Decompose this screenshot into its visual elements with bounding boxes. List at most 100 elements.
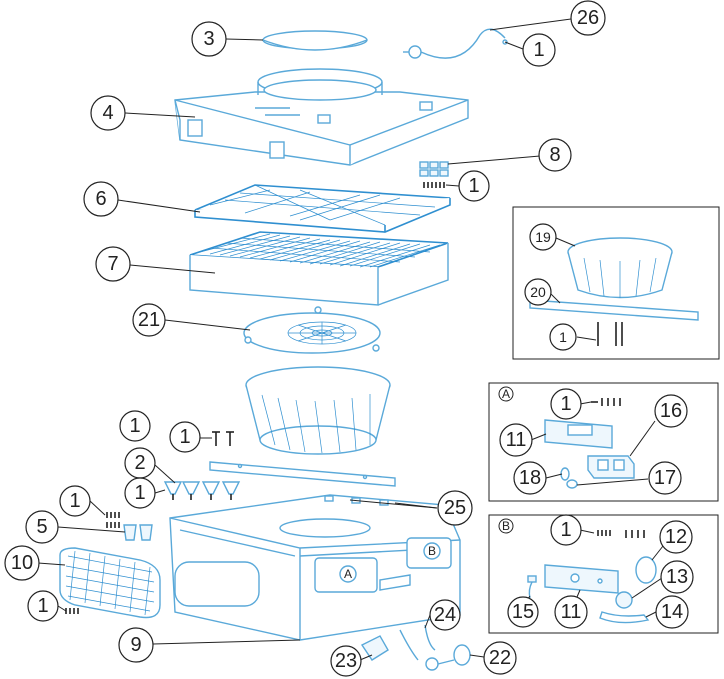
- leader-lines: [37, 18, 664, 661]
- callout-b-1: 1: [550, 514, 582, 546]
- part-10-side-grille: [59, 547, 161, 619]
- callout-23: 23: [330, 645, 362, 677]
- inset-b-parts: [527, 530, 657, 624]
- callout-1-left: 1: [119, 410, 151, 442]
- callout-b-12: 12: [659, 520, 693, 554]
- part-2-feet: [163, 481, 241, 500]
- part-4-top-housing: [174, 68, 469, 166]
- svg-text:3: 3: [203, 28, 214, 50]
- callout-b-13: 13: [660, 560, 694, 594]
- svg-text:6: 6: [95, 188, 106, 210]
- part-21-inlet-grille: [243, 306, 381, 354]
- svg-text:22: 22: [489, 647, 511, 669]
- callout-1-inset: 1: [549, 323, 577, 351]
- callout-a-17: 17: [648, 461, 682, 495]
- part-7-hepa-filter: [189, 231, 449, 306]
- part-3-lid-cap: [262, 30, 368, 51]
- callout-10: 10: [4, 545, 40, 581]
- inset-a-parts: [544, 398, 635, 489]
- svg-text:1: 1: [129, 415, 140, 437]
- callout-22: 22: [483, 641, 517, 675]
- svg-text:1: 1: [560, 519, 571, 541]
- callout-1-feet: 1: [124, 477, 156, 509]
- svg-text:21: 21: [138, 309, 160, 331]
- part-5-latches: [106, 512, 153, 541]
- svg-text:13: 13: [666, 566, 688, 588]
- inset-panel-b: [488, 514, 719, 634]
- svg-text:1: 1: [134, 482, 145, 504]
- callout-1-latch: 1: [59, 485, 91, 517]
- svg-text:10: 10: [11, 552, 33, 574]
- inset-a-badge: [498, 386, 514, 402]
- part-8-clips: [419, 161, 449, 188]
- callout-b-15: 15: [507, 596, 539, 628]
- callout-19: 19: [529, 223, 557, 251]
- motor-bracket-bar: [209, 461, 396, 487]
- svg-text:15: 15: [512, 601, 534, 623]
- callout-b-11: 11: [554, 595, 588, 629]
- callout-4: 4: [90, 95, 126, 131]
- inset-panel-a: [488, 382, 719, 502]
- bottom-hardware: [360, 624, 471, 671]
- callout-21: 21: [132, 303, 166, 337]
- inset-a-label: A: [502, 387, 510, 401]
- blower-wheel: [245, 366, 391, 455]
- part-9-base-housing: A B: [169, 494, 461, 641]
- housing-panel-b-label: B: [428, 544, 436, 558]
- svg-text:2: 2: [134, 452, 145, 474]
- svg-text:1: 1: [533, 39, 544, 61]
- callout-2: 2: [124, 447, 156, 479]
- callout-a-11: 11: [499, 423, 533, 457]
- inset-motor-parts: [529, 237, 699, 346]
- svg-text:16: 16: [660, 400, 682, 422]
- callout-a-16: 16: [654, 394, 688, 428]
- inset-motor-panel: [512, 206, 720, 360]
- inset-b-badge: [498, 518, 514, 534]
- callout-1-top: 1: [522, 33, 556, 67]
- svg-text:1: 1: [37, 595, 48, 617]
- svg-text:19: 19: [535, 229, 551, 245]
- callout-a-1: 1: [550, 388, 582, 420]
- svg-text:23: 23: [335, 650, 357, 672]
- housing-panel-a-label: A: [344, 567, 352, 581]
- fan-screws: [212, 431, 234, 446]
- svg-text:17: 17: [654, 467, 676, 489]
- svg-text:18: 18: [519, 467, 541, 489]
- callout-20: 20: [524, 278, 552, 306]
- svg-text:1: 1: [560, 393, 571, 415]
- svg-text:1: 1: [559, 329, 567, 345]
- svg-text:11: 11: [506, 429, 527, 451]
- svg-text:26: 26: [577, 7, 599, 29]
- callout-7: 7: [95, 246, 131, 282]
- svg-text:25: 25: [444, 497, 466, 519]
- svg-text:11: 11: [561, 601, 582, 623]
- svg-text:1: 1: [468, 175, 479, 197]
- svg-text:7: 7: [107, 253, 118, 275]
- callout-9: 9: [118, 627, 154, 663]
- svg-text:8: 8: [549, 144, 560, 166]
- callout-1-bottom: 1: [27, 590, 59, 622]
- svg-text:4: 4: [102, 102, 113, 124]
- callout-a-18: 18: [513, 461, 547, 495]
- svg-text:5: 5: [36, 516, 47, 538]
- svg-text:1: 1: [69, 490, 80, 512]
- callout-8: 8: [538, 138, 572, 172]
- part-6-prefilter: [194, 184, 451, 233]
- screws-bottom-left: [65, 608, 79, 614]
- svg-text:12: 12: [665, 526, 687, 548]
- callout-3: 3: [191, 21, 227, 57]
- callout-b-14: 14: [655, 595, 689, 629]
- callout-5: 5: [25, 510, 59, 544]
- svg-text:9: 9: [130, 634, 141, 656]
- callout-1-clips: 1: [458, 170, 490, 202]
- callout-1-fan: 1: [169, 421, 201, 453]
- callout-25: 25: [437, 490, 473, 526]
- callout-26: 26: [570, 0, 606, 36]
- inset-b-label: B: [502, 519, 510, 533]
- svg-text:14: 14: [661, 601, 683, 623]
- callout-6: 6: [83, 181, 119, 217]
- svg-text:20: 20: [530, 284, 546, 300]
- svg-text:24: 24: [434, 604, 456, 626]
- part-26-cord: [403, 28, 508, 59]
